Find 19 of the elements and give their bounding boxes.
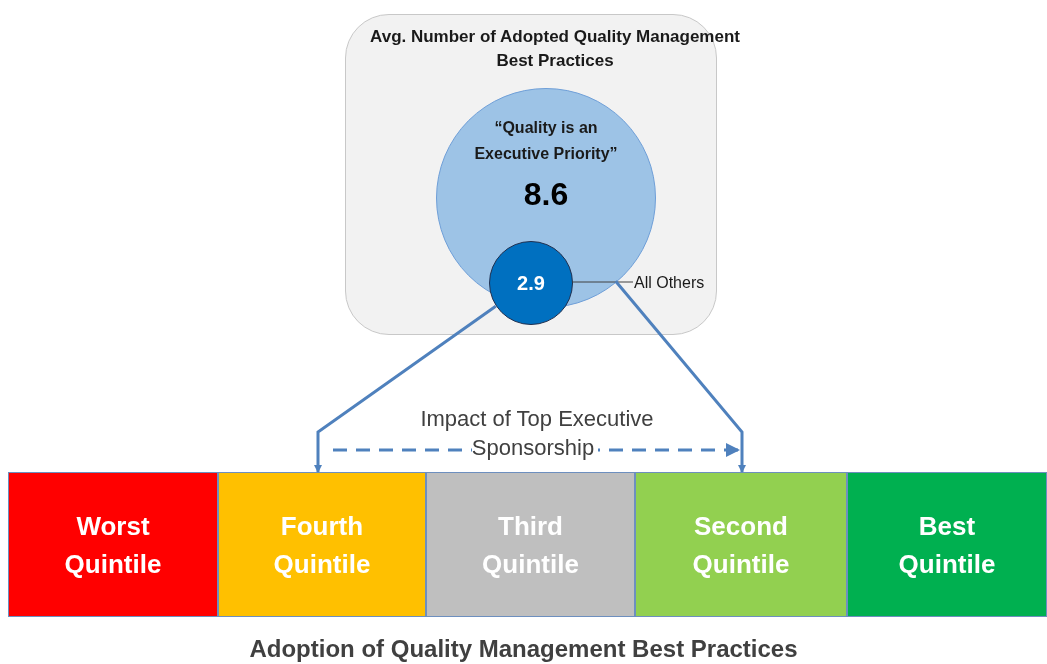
caption: Adoption of Quality Management Best Practices	[248, 634, 799, 664]
quintile-bar	[426, 472, 635, 617]
quintile-bar	[8, 472, 218, 617]
value-label: 2.9	[517, 271, 545, 296]
quintile-label: Fourth Quintile	[272, 509, 372, 581]
leader-line	[571, 281, 634, 283]
quintile-bar	[218, 472, 426, 617]
quintile-label: Second Quintile	[691, 509, 791, 581]
quintile-label: Best Quintile	[897, 509, 997, 581]
callout-label: All Others	[634, 271, 720, 295]
arrow	[614, 280, 746, 473]
quintile-bar	[635, 472, 847, 617]
arrow	[314, 305, 497, 473]
panel-title: Avg. Number of Adopted Quality Management Best Practices	[370, 26, 740, 72]
quintile-label: Third Quintile	[481, 509, 580, 581]
quintile-label: Worst Quintile	[63, 509, 163, 581]
quote-text: “Quality is an Executive Priority”	[473, 118, 619, 164]
quintile-bar	[847, 472, 1047, 617]
value-label: 8.6	[523, 175, 569, 213]
